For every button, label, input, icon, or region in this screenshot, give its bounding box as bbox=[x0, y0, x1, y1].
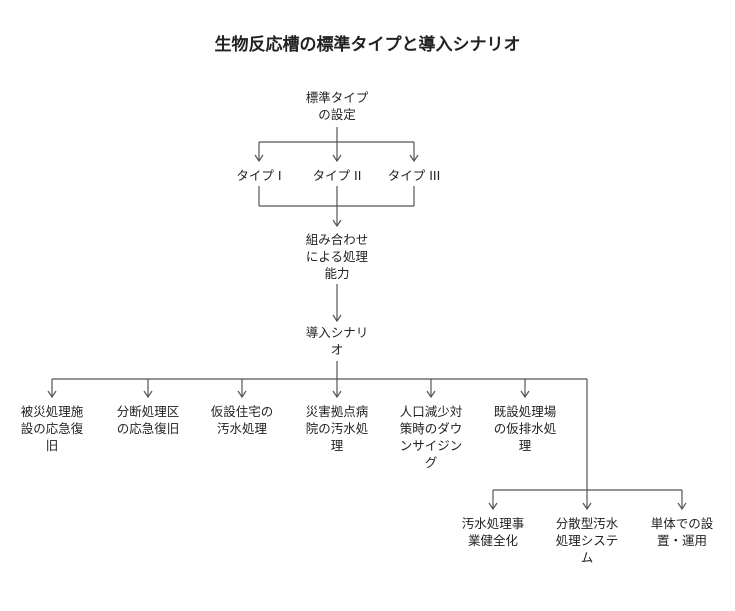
node-scenario: 導入シナリ オ bbox=[305, 325, 369, 357]
node-scenario-8: 分散型汚水 処理システ ム bbox=[555, 516, 619, 565]
arrowhead bbox=[332, 314, 342, 323]
node-scenario-7: 汚水処理事 業健全化 bbox=[461, 516, 525, 548]
node-scenario-4: 災害拠点病 院の汚水処 理 bbox=[305, 404, 369, 453]
arrowhead bbox=[47, 390, 57, 399]
node-scenario-1: 被災処理施 設の応急復 旧 bbox=[20, 404, 84, 453]
arrowhead bbox=[677, 502, 687, 511]
node-type-3: タイプ III bbox=[387, 168, 441, 183]
arrowhead bbox=[520, 390, 530, 399]
node-combination: 組み合わせ による処理 能力 bbox=[305, 232, 369, 281]
arrowhead bbox=[237, 390, 247, 399]
arrowhead bbox=[332, 390, 342, 399]
arrowhead bbox=[426, 390, 436, 399]
arrowhead bbox=[409, 154, 419, 163]
node-scenario-5: 人口減少対 策時のダウ ンサイジン グ bbox=[399, 404, 463, 470]
arrowhead bbox=[332, 219, 342, 228]
node-type-2: タイプ II bbox=[312, 168, 362, 183]
arrowhead bbox=[254, 154, 264, 163]
arrowhead bbox=[332, 154, 342, 163]
diagram-title: 生物反応槽の標準タイプと導入シナリオ bbox=[214, 35, 521, 55]
node-scenario-6: 既設処理場 の仮排水処 理 bbox=[493, 404, 557, 453]
node-scenario-3: 仮設住宅の 汚水処理 bbox=[210, 404, 274, 436]
node-type-1: タイプ I bbox=[236, 168, 282, 183]
node-standard-type: 標準タイプ の設定 bbox=[305, 90, 369, 122]
arrowhead bbox=[143, 390, 153, 399]
arrowhead bbox=[582, 502, 592, 511]
node-scenario-9: 単体での設 置・運用 bbox=[650, 516, 714, 548]
arrowhead bbox=[488, 502, 498, 511]
node-scenario-2: 分断処理区 の応急復旧 bbox=[116, 404, 180, 436]
